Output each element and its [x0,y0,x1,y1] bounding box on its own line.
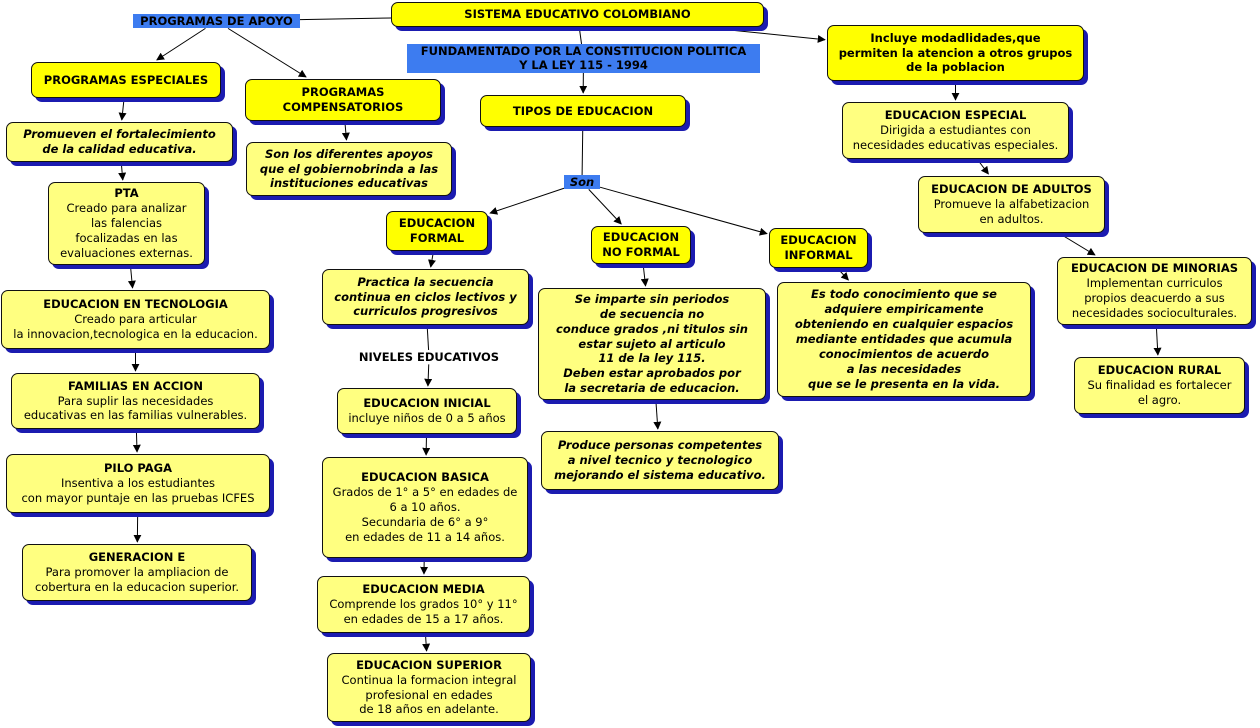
node-body: incluye niños de 0 a 5 años [348,411,506,425]
node-title: EDUCACION INFORMAL [780,233,857,262]
connector-no_formal-se_imparte [640,263,649,287]
node-title: EDUCACION RURAL [1097,363,1222,378]
node-educacion-superior: EDUCACION SUPERIOR Continua la formacion… [327,653,531,722]
connector-se_imparte-produce [653,399,662,430]
connector-formal-practica [428,250,436,268]
connector-lbl-son-formal [489,187,565,215]
node-educacion-tecnologia: EDUCACION EN TECNOLOGIA Creado para arti… [1,290,270,349]
node-title: Produce personas competentes a nivel tec… [554,438,766,482]
node-programas-especiales: PROGRAMAS ESPECIALES [31,62,221,98]
node-title: EDUCACION DE MINORIAS [1070,261,1239,276]
node-title: EDUCACION SUPERIOR [356,657,502,672]
node-educacion-basica: EDUCACION BASICA Grados de 1° a 5° en ed… [322,457,528,558]
node-modalidades: Incluye modadlidades,que permiten la ate… [827,25,1084,81]
node-title: PROGRAMAS COMPENSATORIOS [282,85,404,114]
node-title: EDUCACION ESPECIAL [884,108,1027,123]
node-title: EDUCACION DE ADULTOS [931,182,1092,197]
node-educacion-informal: EDUCACION INFORMAL [769,228,868,268]
connector-root-lbl-fund [578,26,583,45]
link-label-niveles-educativos: NIVELES EDUCATIVOS [358,350,500,364]
connector-prog_compensatorios-apoyos [341,120,350,141]
connector-lbl-apoyo-prog_especiales [156,27,206,61]
node-educacion-formal: EDUCACION FORMAL [386,211,488,251]
node-pta: PTA Creado para analizar las falencias f… [48,182,205,265]
node-produce-personas: Produce personas competentes a nivel tec… [541,431,779,490]
node-familias-accion: FAMILIAS EN ACCION Para suplir las neces… [11,373,260,429]
node-body: Implementan curriculos propios deacuerdo… [1071,276,1238,320]
connector-especial-adultos [976,158,989,175]
node-todo-conocimiento: Es todo conocimiento que se adquiere emp… [777,282,1031,397]
node-title: Son los diferentes apoyos que el gobiern… [259,146,439,191]
node-body: Creado para articular la innovacion,tecn… [13,312,258,341]
node-body: Promueve la alfabetizacion en adultos. [933,197,1090,226]
connector-promueven-pta [118,161,127,181]
connector-informal-todo_conocimiento [836,267,849,281]
node-title: PILO PAGA [103,461,173,476]
node-programas-compensatorios: PROGRAMAS COMPENSATORIOS [245,79,441,121]
node-educacion-adultos: EDUCACION DE ADULTOS Promueve la alfabet… [918,176,1105,233]
node-se-imparte: Se imparte sin periodos de secuencia no … [538,288,766,400]
node-title: Practica la secuencia continua en ciclos… [334,274,517,319]
node-pilo-paga: PILO PAGA Insentiva a los estudiantes co… [6,454,270,513]
node-generacion-e: GENERACION E Para promover la ampliacion… [22,544,252,601]
node-educacion-no-formal: EDUCACION NO FORMAL [591,226,691,264]
connector-adultos-minorias [1058,232,1096,256]
node-body: Su finalidad es fortalecer el agro. [1087,378,1232,407]
link-label-fundamentado: FUNDAMENTADO POR LA CONSTITUCION POLITIC… [407,44,760,73]
node-title: Se imparte sin periodos de secuencia no … [556,291,748,396]
node-title: Es todo conocimiento que se adquiere emp… [794,287,1014,391]
node-title: EDUCACION FORMAL [398,216,476,245]
connector-tipos-lbl-son [581,126,584,176]
link-label-son: Son [564,175,600,190]
connector-media-superior [422,632,431,652]
node-title: Incluye modadlidades,que permiten la ate… [838,30,1073,75]
node-apoyos: Son los diferentes apoyos que el gobiern… [246,142,452,196]
node-practica-secuencia: Practica la secuencia continua en ciclos… [322,269,529,325]
connector-pta-tecnologia [127,264,136,289]
node-body: Continua la formacion integral profesion… [341,672,517,717]
node-sistema-educativo: SISTEMA EDUCATIVO COLOMBIANO [391,2,764,27]
node-body: Dirigida a estudiantes con necesidades e… [852,123,1059,152]
node-body: Comprende los grados 10° y 11° en edades… [329,597,518,626]
node-body: Grados de 1° a 5° en edades de 6 a 10 añ… [332,485,518,544]
node-tipos-educacion: TIPOS DE EDUCACION [480,95,686,127]
node-promueven: Promueven el fortalecimiento de la calid… [6,122,233,162]
connector-practica-lbl-niveles [426,324,430,351]
connector-lbl-apoyo-prog_compensatorios [227,27,307,78]
node-title: TIPOS DE EDUCACION [512,103,654,118]
link-label-programas-apoyo: PROGRAMAS DE APOYO [133,14,300,29]
node-title: EDUCACION EN TECNOLOGIA [43,297,228,312]
node-title: GENERACION E [88,550,186,565]
connector-root-modalidades [700,26,826,43]
node-title: FAMILIAS EN ACCION [68,378,203,393]
node-educacion-inicial: EDUCACION INICIAL incluye niños de 0 a 5… [337,388,517,434]
node-title: EDUCACION BASICA [361,470,489,485]
node-educacion-media: EDUCACION MEDIA Comprende los grados 10°… [317,576,530,633]
node-body: Para promover la ampliacion de cobertura… [34,565,240,594]
node-body: Insentiva a los estudiantes con mayor pu… [21,476,255,505]
node-body: Para suplir las necesidades educativas e… [23,393,248,423]
node-body: Creado para analizar las falencias focal… [60,201,193,260]
node-title: PTA [114,186,139,201]
node-educacion-rural: EDUCACION RURAL Su finalidad es fortalec… [1074,357,1245,414]
node-title: Promueven el fortalecimiento de la calid… [23,127,216,156]
node-title: EDUCACION INICIAL [363,396,491,411]
connector-prog_especiales-promueven [118,97,127,121]
node-educacion-especial: EDUCACION ESPECIAL Dirigida a estudiante… [842,102,1069,159]
connector-lbl-son-no_formal [588,189,622,225]
node-title: PROGRAMAS ESPECIALES [43,72,209,87]
node-educacion-minorias: EDUCACION DE MINORIAS Implementan curric… [1057,257,1252,325]
connector-lbl-niveles-inicial [424,364,433,387]
connector-minorias-rural [1153,324,1162,356]
node-title: SISTEMA EDUCATIVO COLOMBIANO [464,7,691,22]
connector-familias-pilo [132,428,141,453]
node-title: EDUCACION MEDIA [362,582,485,597]
connector-lbl-son-informal [599,186,768,236]
connector-root-lbl-apoyo [299,17,392,21]
node-title: EDUCACION NO FORMAL [602,230,680,259]
